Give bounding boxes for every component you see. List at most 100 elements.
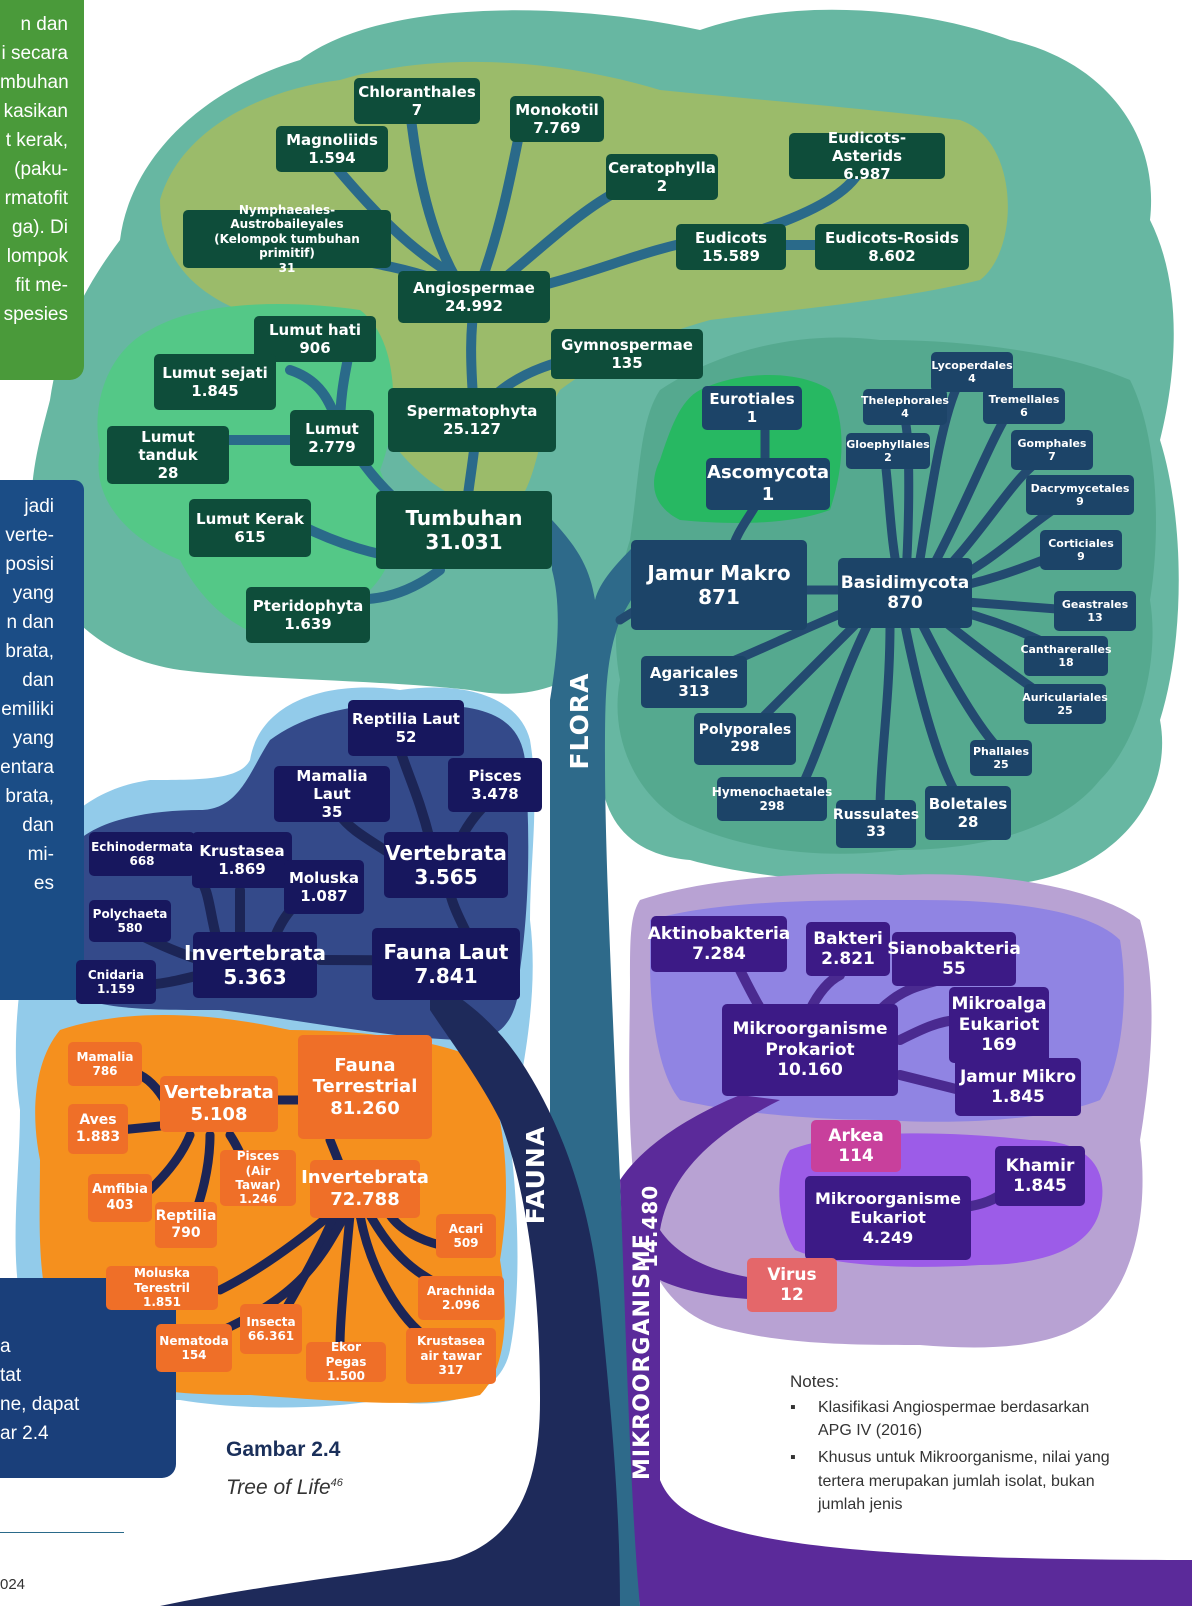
node-tremellales-count: 6 — [1020, 406, 1028, 419]
node-corticiales-count: 9 — [1077, 550, 1085, 563]
node-bakteri-name: Bakteri — [813, 928, 883, 949]
node-insecta-count: 66.361 — [247, 1329, 295, 1343]
green-lines-line: spesies — [3, 304, 68, 325]
node-invertebrata-name: Invertebrata — [184, 941, 327, 965]
node-vertebrata-name: Vertebrata — [385, 841, 507, 865]
node-fauna-laut-count: 7.841 — [414, 964, 478, 988]
node-moluska-terestril-count: 1.851 — [143, 1295, 181, 1310]
node-gomphales-name: Gomphales — [1017, 436, 1087, 450]
node-eukariot-name: Mikroorganisme Eukariot — [815, 1189, 961, 1228]
mikro-trunk-label: MIKROORGANISME — [630, 1233, 655, 1480]
node-mamalia-laut-name: Mamalia Laut — [296, 767, 368, 803]
node-mamalia-name: Mamalia — [76, 1049, 134, 1064]
node-aktinobakteria-count: 7.284 — [692, 944, 746, 964]
node-thelephorales-name: Thelephorales — [861, 393, 949, 407]
node-krustasea-air-tawar-name: Krustasea air tawar — [416, 1334, 486, 1363]
node-tremellales-name: Tremellales — [988, 392, 1060, 406]
node-gymnospermae-name: Gymnospermae — [561, 336, 693, 354]
node-krustasea-count: 1.869 — [218, 860, 266, 878]
node-eudicots-count: 15.589 — [702, 247, 760, 265]
node-bakteri-count: 2.821 — [821, 949, 875, 969]
node-polyporales-name: Polyporales — [698, 722, 792, 739]
node-fauna-terrestrial-name: Fauna Terrestrial — [312, 1054, 418, 1098]
green-lines-line: kasikan — [3, 101, 68, 122]
node-jamur-makro-name: Jamur Makro — [647, 561, 791, 585]
node-lumut-name: Lumut — [305, 420, 359, 438]
node-jamur-makro-count: 871 — [698, 585, 740, 609]
node-vertebrata-count: 3.565 — [414, 865, 478, 889]
node-moluska-count: 1.087 — [300, 887, 348, 905]
node-pisces-count: 3.478 — [471, 785, 519, 803]
footer-rule — [0, 1532, 124, 1533]
node-ascomycota-name: Ascomycota — [707, 462, 829, 484]
figure-caption-title: Gambar 2.4 — [226, 1438, 341, 1461]
node-polychaeta-name: Polychaeta — [92, 906, 168, 921]
node-nymphaeales-note: (Kelompok tumbuhan primitif) — [214, 231, 360, 261]
node-pisces-air-tawar-name: Pisces (Air Tawar) — [235, 1149, 281, 1192]
node-lumut-hati-name: Lumut hati — [268, 321, 362, 339]
node-lumut-kerak-name: Lumut Kerak — [196, 510, 304, 528]
node-moluska-terestril-name: Moluska Terestril — [133, 1266, 191, 1295]
node-virus-name: Virus — [767, 1264, 817, 1285]
node-invertebrata-count: 72.788 — [330, 1189, 400, 1210]
bottom-lines-line: ar 2.4 — [0, 1423, 49, 1444]
node-krustasea-air-tawar-count: 317 — [438, 1363, 464, 1378]
node-canthareralles-count: 18 — [1058, 656, 1074, 669]
node-krustasea-name: Krustasea — [199, 842, 285, 860]
mikro-count-label: 14.480 — [638, 1184, 662, 1268]
notes-item-1: ▪Klasifikasi Angiospermae berdasarkan AP… — [790, 1396, 1120, 1442]
node-thelephorales-count: 4 — [901, 407, 909, 420]
node-basidimycota-name: Basidimycota — [840, 572, 970, 593]
node-angiospermae-count: 24.992 — [445, 297, 503, 315]
node-tumbuhan-count: 31.031 — [425, 530, 503, 554]
blue-lines-line: brata, — [5, 641, 54, 662]
blue-lines-line: dan — [22, 670, 54, 691]
node-eudicots-rosids-name: Eudicots-Rosids — [825, 229, 959, 247]
node-lycoperdales-name: Lycoperdales — [931, 358, 1013, 372]
blue-lines-line: mi- — [27, 844, 54, 865]
mikro-trunk — [620, 1095, 1192, 1606]
blue-lines-line: es — [33, 873, 54, 894]
node-prokariot-name: Mikroorganisme Prokariot — [732, 1019, 888, 1060]
node-arkea-name: Arkea — [828, 1125, 884, 1146]
node-invertebrata-name: Invertebrata — [301, 1167, 429, 1189]
node-angiospermae-name: Angiospermae — [413, 279, 535, 297]
node-eurotiales-name: Eurotiales — [709, 390, 795, 408]
node-pteridophyta-count: 1.639 — [284, 615, 332, 633]
green-lines-line: n dan — [20, 14, 68, 35]
green-lines-line: rmatofit — [4, 188, 68, 209]
blue-lines-line: verte- — [5, 525, 54, 546]
node-eurotiales-count: 1 — [746, 408, 758, 426]
notes-block: Notes: ▪Klasifikasi Angiospermae berdasa… — [790, 1372, 1120, 1516]
node-dacrymycetales-name: Dacrymycetales — [1030, 481, 1130, 495]
node-polyporales-count: 298 — [730, 739, 760, 755]
